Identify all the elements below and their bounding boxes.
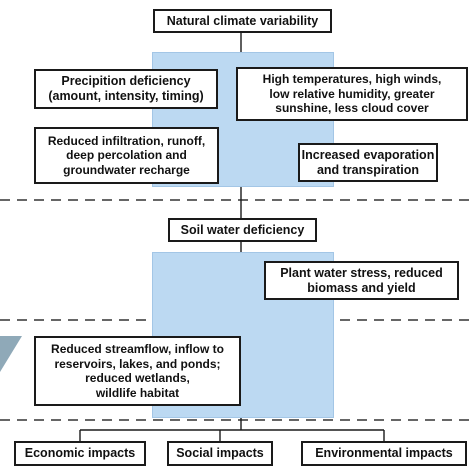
- high-temperatures-box: High temperatures, high winds, low relat…: [236, 67, 468, 121]
- reduced-infiltration-box: Reduced infiltration, runoff, deep perco…: [34, 127, 219, 184]
- soil-water-deficiency-box: Soil water deficiency: [168, 218, 317, 242]
- plant-water-stress-box: Plant water stress, reduced biomass and …: [264, 261, 459, 300]
- increased-evaporation-box: Increased evaporation and transpiration: [298, 143, 438, 182]
- economic-impacts-box: Economic impacts: [14, 441, 146, 466]
- social-impacts-box: Social impacts: [167, 441, 273, 466]
- side-wedge-shape: [0, 336, 22, 372]
- natural-climate-variability-box: Natural climate variability: [153, 9, 332, 33]
- reduced-streamflow-box: Reduced streamflow, inflow to reservoirs…: [34, 336, 241, 406]
- environmental-impacts-box: Environmental impacts: [301, 441, 467, 466]
- precipitation-deficiency-box: Precipition deficiency (amount, intensit…: [34, 69, 218, 109]
